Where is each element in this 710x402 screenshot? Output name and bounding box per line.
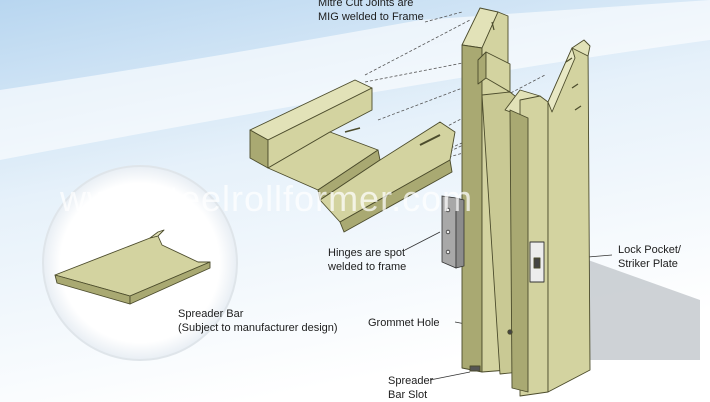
header-mitre-piece [249,79,456,233]
label-grommet-hole: Grommet Hole [368,317,440,329]
grommet-hole [507,329,513,335]
label-spreader-bar-slot: Spreader Bar Slot [388,375,434,401]
watermark-text: www.steelrollformer.com [60,178,474,219]
label-mitre-joints: Mitre Cut Joints are MIG welded to Frame [318,0,424,23]
label-hinges: Hinges are spot welded to frame [328,247,407,273]
label-lock-pocket: Lock Pocket/ Striker Plate [618,244,681,270]
spreader-bar-slot [469,365,481,372]
spreader-bar-callout [42,165,238,361]
hinge [441,195,465,269]
label-spreader-bar: Spreader Bar (Subject to manufacturer de… [178,308,338,334]
jamb-right [469,39,591,397]
frame-shadow [560,250,700,360]
jamb-left [461,7,521,375]
